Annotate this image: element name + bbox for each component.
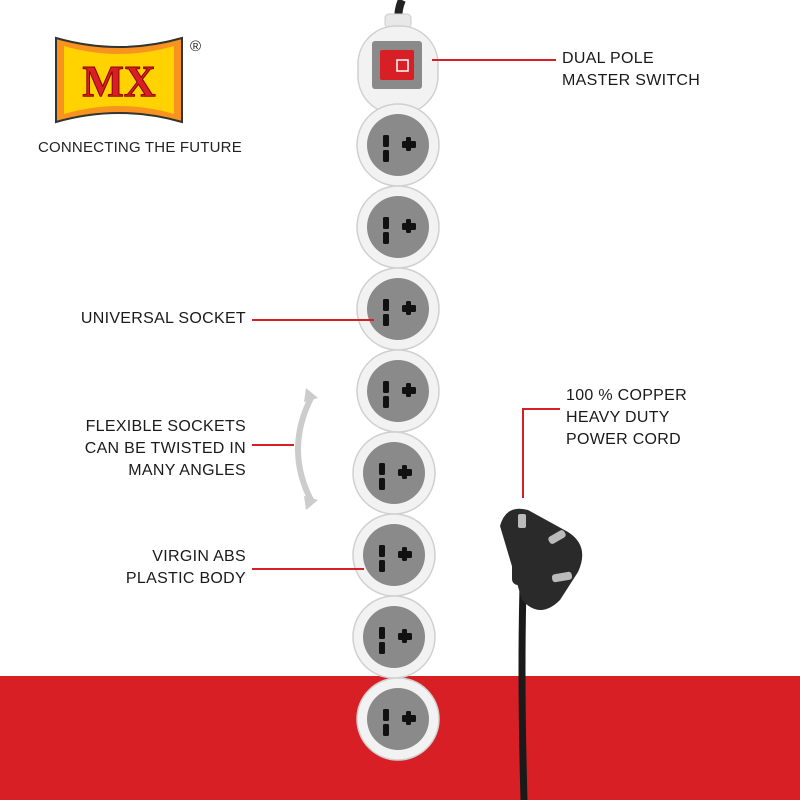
callout-line: UNIVERSAL SOCKET <box>80 310 246 327</box>
socket-hole <box>383 724 389 736</box>
callout-abs-body: VIRGIN ABS PLASTIC BODY <box>60 546 246 590</box>
socket-hole <box>383 381 389 393</box>
socket-hole <box>383 217 389 229</box>
socket-hole <box>406 383 411 397</box>
universal-socket <box>352 595 436 679</box>
leader-line <box>252 444 294 446</box>
socket-hole <box>379 560 385 572</box>
callout-universal-socket: UNIVERSAL SOCKET <box>60 308 246 330</box>
socket-hole <box>383 232 389 244</box>
socket-hole <box>383 709 389 721</box>
callout-line: MANY ANGLES <box>128 462 246 479</box>
universal-socket <box>352 431 436 515</box>
three-pin-plug-icon <box>500 508 583 800</box>
callout-line: FLEXIBLE SOCKETS <box>85 418 246 435</box>
curved-double-arrow-icon <box>295 394 315 504</box>
universal-socket <box>356 103 440 187</box>
socket-column <box>352 103 440 761</box>
callout-power-cord: 100 % COPPER HEAVY DUTY POWER CORD <box>566 385 687 451</box>
callout-line: DUAL POLE <box>562 50 654 67</box>
universal-socket <box>356 185 440 269</box>
callout-line: PLASTIC BODY <box>125 570 246 587</box>
socket-hole <box>406 219 411 233</box>
socket-hole <box>383 299 389 311</box>
socket-hole <box>383 150 389 162</box>
callout-line: 100 % COPPER <box>566 387 687 404</box>
callout-line: MASTER SWITCH <box>562 72 701 89</box>
socket-hole <box>383 135 389 147</box>
leader-line <box>522 408 524 498</box>
leader-line <box>432 59 556 61</box>
callout-master-switch: DUAL POLE MASTER SWITCH <box>562 48 700 92</box>
leader-line <box>252 568 364 570</box>
callout-flexible-sockets: FLEXIBLE SOCKETS CAN BE TWISTED IN MANY … <box>60 416 246 482</box>
leader-line <box>522 408 560 410</box>
callout-line: POWER CORD <box>566 431 681 448</box>
universal-socket <box>356 267 440 351</box>
mx-logo: MX <box>55 36 183 124</box>
socket-hole <box>402 547 407 561</box>
socket-hole <box>379 478 385 490</box>
socket-hole <box>383 396 389 408</box>
socket-hole <box>406 137 411 151</box>
callout-line: VIRGIN ABS <box>152 548 246 565</box>
socket-hole <box>406 301 411 315</box>
socket-hole <box>402 629 407 643</box>
universal-socket <box>356 349 440 433</box>
socket-hole <box>379 642 385 654</box>
switch-module <box>357 25 439 115</box>
universal-socket <box>356 677 440 761</box>
brand-tagline: CONNECTING THE FUTURE <box>38 139 242 156</box>
socket-hole <box>402 465 407 479</box>
socket-hole <box>379 627 385 639</box>
callout-line: HEAVY DUTY <box>566 409 670 426</box>
universal-socket <box>352 513 436 597</box>
logo-text: MX <box>82 57 156 106</box>
callout-line: CAN BE TWISTED IN <box>84 440 246 457</box>
socket-hole <box>406 711 411 725</box>
socket-hole <box>379 463 385 475</box>
registered-mark: ® <box>190 38 202 55</box>
leader-line <box>252 319 374 321</box>
socket-hole <box>383 314 389 326</box>
socket-hole <box>379 545 385 557</box>
